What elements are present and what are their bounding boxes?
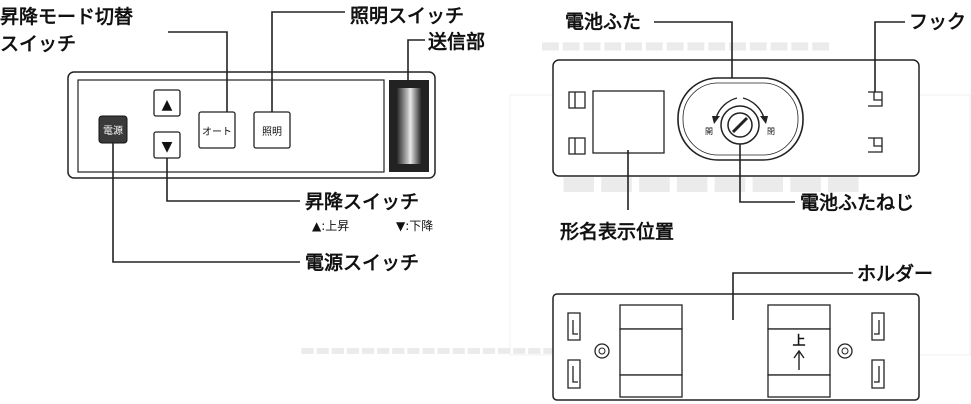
button-panel: [77, 79, 385, 173]
label-up-legend: ▲:上昇: [312, 219, 349, 233]
screw-hole-right: [837, 343, 853, 359]
up-arrow-marker-icon: [793, 349, 805, 370]
label-mode-switch: 昇降モード切替: [0, 5, 134, 28]
up-button[interactable]: ▲: [153, 89, 181, 117]
up-arrow-icon: ▲: [162, 97, 173, 113]
down-button[interactable]: ▼: [153, 131, 181, 159]
label-open: 開: [705, 127, 713, 136]
light-button[interactable]: 照明: [253, 111, 291, 149]
holder: 上 ホルダー: [552, 262, 933, 401]
down-arrow-icon: ▼: [162, 139, 173, 155]
leader-updown: [166, 158, 300, 202]
label-hook: フック: [909, 11, 966, 33]
light-button-label: 照明: [262, 126, 282, 138]
leader-holder: [732, 272, 853, 320]
label-light-switch: 照明スイッチ: [350, 5, 464, 27]
remote-front: 電源 ▲ ▼ オート 照明: [0, 5, 485, 274]
label-holder: ホルダー: [857, 262, 933, 285]
left-clips: [568, 91, 586, 155]
power-button-label: 電源: [103, 124, 123, 137]
svg-text:▬▬▬▬▬▬▬▬▬▬▬▬▬▬: ▬▬▬▬▬▬▬▬▬▬▬▬▬▬: [540, 33, 831, 58]
auto-button-label: オート: [202, 126, 232, 138]
holder-up-mark: 上: [792, 334, 805, 349]
leader-cover-screw: [739, 144, 795, 203]
label-updown-switch: 昇降スイッチ: [305, 190, 419, 213]
leader-mode-switch: [168, 31, 228, 112]
auto-button[interactable]: オート: [198, 111, 236, 149]
holder-right-brackets: [871, 312, 885, 389]
holder-left-rail: [619, 304, 683, 398]
leader-hook: [874, 21, 905, 92]
battery-cover-screw[interactable]: [720, 105, 760, 145]
leader-battery-cover: [654, 21, 733, 78]
close-arrowhead-icon: [760, 116, 768, 124]
leader-light-switch: [271, 11, 345, 112]
label-battery-cover: 電池ふた: [565, 10, 641, 33]
screw-hole-left: [594, 343, 610, 359]
label-model-position: 形名表示位置: [560, 220, 674, 243]
leader-power: [112, 143, 300, 263]
hook: [868, 91, 883, 153]
open-arrow-icon: [715, 97, 738, 119]
label-cover-screw: 電池ふたねじ: [800, 191, 914, 214]
transmitter: [389, 80, 429, 172]
model-position-box: [592, 90, 665, 154]
leader-transmitter: [407, 39, 425, 88]
label-mode-switch-2: スイッチ: [0, 33, 76, 55]
open-arrowhead-icon: [712, 116, 720, 124]
power-button[interactable]: 電源: [98, 115, 128, 144]
screw-slot-icon: [731, 116, 749, 134]
remote-back: 開 閉 電池ふた フック 電池ふたねじ 形名表示位置: [552, 10, 966, 243]
label-close: 閉: [767, 127, 775, 136]
close-arrow-icon: [742, 97, 765, 119]
label-transmitter: 送信部: [428, 30, 485, 53]
holder-left-brackets: [567, 312, 581, 389]
label-power-switch: 電源スイッチ: [305, 251, 419, 274]
label-down-legend: ▼:下降: [396, 219, 433, 233]
